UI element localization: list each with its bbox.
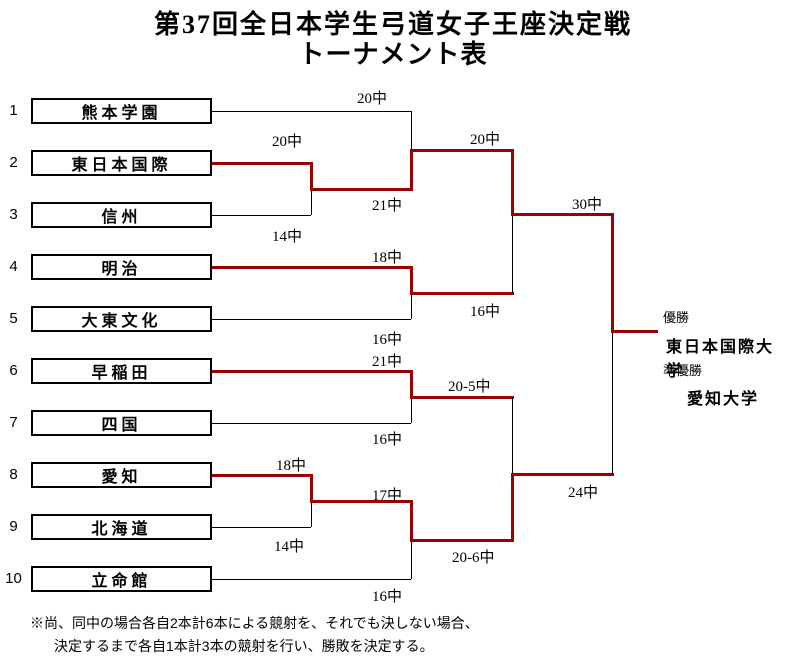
- team-box-kumamoto-gakuen: 熊本学園: [31, 98, 212, 124]
- bracket-line: [311, 189, 312, 215]
- score-label: 14中: [274, 539, 305, 555]
- score-label: 18中: [372, 250, 403, 266]
- bracket-line: [411, 397, 412, 423]
- seed-number-7: 7: [9, 414, 18, 431]
- team-name: 熊本学園: [81, 105, 162, 122]
- score-label: 20中: [357, 91, 388, 107]
- winner-path-line: [410, 539, 514, 542]
- seed-number-3: 3: [9, 206, 18, 223]
- winner-path-line: [310, 162, 313, 191]
- bracket-line: [311, 501, 312, 527]
- team-box-meiji: 明治: [31, 254, 212, 280]
- winner-path-line: [611, 213, 614, 333]
- bracket-line: [212, 215, 311, 216]
- champion-line: [611, 330, 658, 333]
- score-label: 16中: [372, 432, 403, 448]
- score-label: 17中: [372, 488, 403, 504]
- score-label: 18中: [276, 458, 307, 474]
- bracket-line: [212, 527, 311, 528]
- seed-number-6: 6: [9, 362, 18, 379]
- score-label: 21中: [372, 198, 403, 214]
- champion-label: 優勝: [663, 310, 690, 325]
- bracket-line: [411, 111, 412, 150]
- footnote-line-1: ※尚、同中の場合各自2本計6本による競射を、それでも決しない場合、: [30, 615, 479, 631]
- team-box-daito-bunka: 大東文化: [31, 306, 212, 332]
- score-label: 20中: [272, 134, 303, 150]
- score-label: 16中: [372, 589, 403, 605]
- team-box-ritsumeikan: 立命館: [31, 566, 212, 592]
- team-box-waseda: 早稲田: [31, 358, 212, 384]
- winner-path-line: [410, 266, 413, 295]
- winner-path-line: [410, 292, 514, 295]
- score-label: 30中: [572, 197, 603, 213]
- team-name: 北海道: [91, 521, 152, 538]
- bracket-line: [612, 331, 613, 474]
- seed-number-9: 9: [9, 518, 18, 535]
- team-box-hokkaido: 北海道: [31, 514, 212, 540]
- bracket-line: [212, 579, 411, 580]
- winner-path-line: [511, 213, 614, 216]
- team-name: 東日本国際: [71, 157, 172, 174]
- score-label: 20-6中: [452, 550, 495, 566]
- winner-path-line: [511, 473, 514, 542]
- seed-number-1: 1: [9, 102, 18, 119]
- champion-name: 東日本国際大学: [666, 339, 775, 380]
- winner-path-line: [410, 149, 514, 152]
- winner-path-line: [310, 474, 313, 503]
- winner-path-line: [212, 266, 413, 269]
- team-box-higashinihon-kokusai: 東日本国際: [31, 150, 212, 176]
- team-box-shinshu: 信州: [31, 202, 212, 228]
- footnote-line-2: 決定するまで各自1本計3本の競射を行い、勝敗を決定する。: [54, 638, 434, 654]
- team-name: 早稲田: [91, 365, 152, 382]
- score-label: 16中: [470, 304, 501, 320]
- seed-number-8: 8: [9, 466, 18, 483]
- score-label: 24中: [568, 485, 599, 501]
- team-name: 立命館: [91, 573, 152, 590]
- bracket-line: [212, 319, 411, 320]
- page-subtitle: トーナメント表: [298, 40, 488, 69]
- runner-up-label: 準優勝: [663, 363, 703, 378]
- team-name: 愛知: [101, 469, 142, 486]
- winner-path-line: [310, 500, 413, 503]
- winner-path-line: [212, 474, 313, 477]
- team-name: 明治: [101, 261, 142, 278]
- bracket-line: [512, 397, 513, 474]
- winner-path-line: [212, 162, 313, 165]
- team-name: 信州: [101, 209, 142, 226]
- bracket-line: [512, 214, 513, 293]
- score-label: 20-5中: [448, 379, 491, 395]
- bracket-line: [411, 293, 412, 319]
- winner-path-line: [410, 370, 413, 399]
- winner-path-line: [410, 500, 413, 542]
- winner-path-line: [511, 149, 514, 216]
- winner-path-line: [410, 149, 413, 191]
- winner-path-line: [410, 396, 514, 399]
- winner-path-line: [310, 188, 413, 191]
- team-box-aichi: 愛知: [31, 462, 212, 488]
- seed-number-4: 4: [9, 258, 18, 275]
- bracket-line: [212, 111, 411, 112]
- seed-number-10: 10: [5, 570, 22, 587]
- runner-up-name: 愛知大学: [687, 391, 760, 408]
- seed-number-2: 2: [9, 154, 18, 171]
- team-name: 大東文化: [81, 313, 162, 330]
- score-label: 21中: [372, 354, 403, 370]
- team-box-shikoku: 四国: [31, 410, 212, 436]
- score-label: 16中: [372, 332, 403, 348]
- winner-path-line: [212, 370, 413, 373]
- score-label: 20中: [470, 132, 501, 148]
- bracket-line: [212, 423, 411, 424]
- bracket-line: [411, 540, 412, 579]
- seed-number-5: 5: [9, 310, 18, 327]
- page-title: 第37回全日本学生弓道女子王座決定戦: [153, 10, 632, 39]
- winner-path-line: [511, 473, 614, 476]
- team-name: 四国: [101, 417, 142, 434]
- score-label: 14中: [272, 229, 303, 245]
